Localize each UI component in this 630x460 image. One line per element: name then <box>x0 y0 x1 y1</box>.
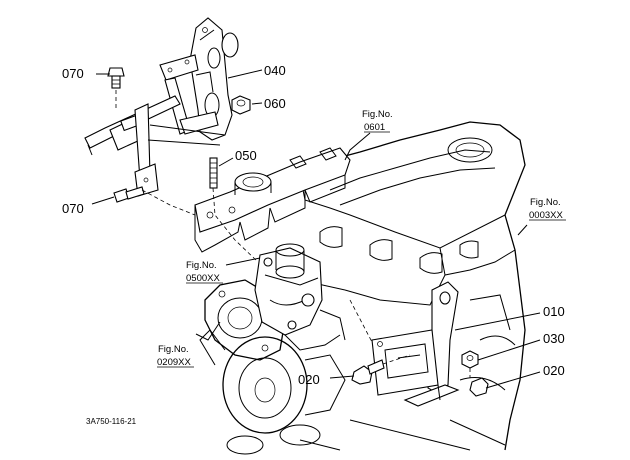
engine-block <box>199 121 526 455</box>
part-label-010: 010 <box>543 304 565 319</box>
assembly-guides <box>115 90 471 378</box>
stud-050 <box>209 157 218 189</box>
bolt-020-right <box>469 377 489 397</box>
figure-ref-0500xx-caption: Fig.No. <box>186 260 217 271</box>
part-label-020-right: 020 <box>543 363 565 378</box>
figure-ref-0209xx[interactable]: Fig.No. 0209XX <box>157 344 194 368</box>
figure-ref-0209xx-caption: Fig.No. <box>158 344 189 355</box>
leader-lines <box>91 69 541 389</box>
nut-030 <box>461 350 479 369</box>
figure-ref-0500xx-number: 0500XX <box>186 273 220 284</box>
stay-bracket <box>84 95 226 197</box>
bracket-040 <box>159 17 239 141</box>
part-label-070-top: 070 <box>62 66 84 81</box>
bolt-070-top <box>107 67 125 89</box>
part-label-030: 030 <box>543 331 565 346</box>
figure-ref-0209xx-number: 0209XX <box>157 357 191 368</box>
part-label-050: 050 <box>235 148 257 163</box>
figure-ref-0601[interactable]: Fig.No. 0601 <box>362 109 393 133</box>
figure-ref-0003xx-caption: Fig.No. <box>530 197 561 208</box>
bracket-010 <box>371 281 460 407</box>
bolt-020-left <box>351 359 385 385</box>
figure-ref-0601-number: 0601 <box>364 122 385 133</box>
nut-060 <box>231 95 251 115</box>
figure-ref-0003xx[interactable]: Fig.No. 0003XX <box>529 197 566 221</box>
drawing-code: 3A750-116-21 <box>86 417 137 426</box>
part-label-020-left: 020 <box>298 372 320 387</box>
intake-manifold <box>194 147 351 253</box>
part-label-070-lower: 070 <box>62 201 84 216</box>
figure-ref-0601-caption: Fig.No. <box>362 109 393 120</box>
figure-ref-0500xx[interactable]: Fig.No. 0500XX <box>186 260 223 284</box>
part-label-040: 040 <box>264 63 286 78</box>
part-label-060: 060 <box>264 96 286 111</box>
bolt-070-lower <box>113 186 145 203</box>
figure-ref-0003xx-number: 0003XX <box>529 210 563 221</box>
water-pump-housing <box>254 243 346 351</box>
